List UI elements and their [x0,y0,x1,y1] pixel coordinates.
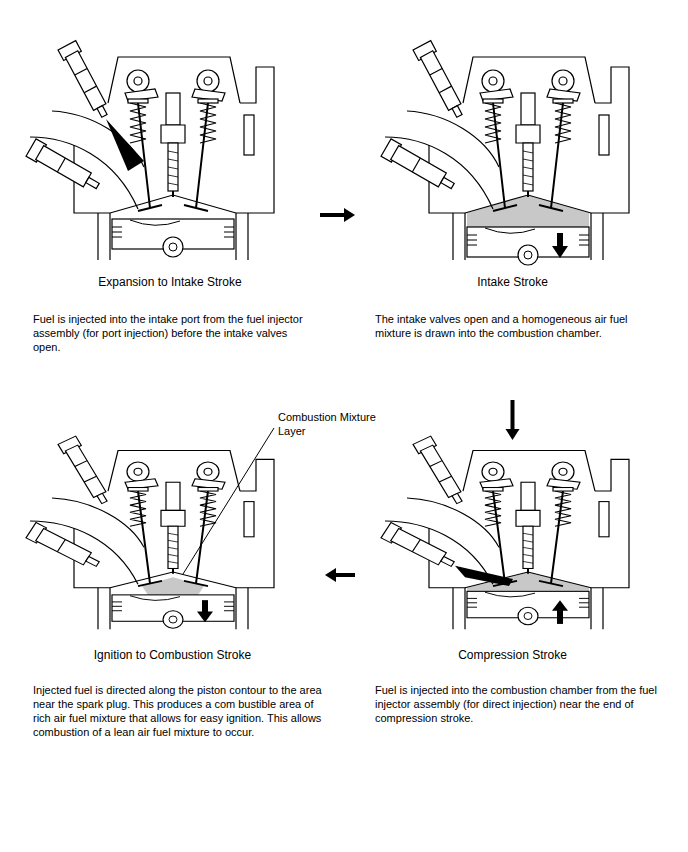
flow-arrow [506,400,520,440]
piston [112,595,234,628]
stroke-panel: Compression StrokeFuel is injected into … [355,440,670,740]
motion-arrow [552,600,568,611]
combustion-mixture-layer [142,577,204,595]
engine-panel [26,41,274,260]
engine-panel [381,436,629,629]
motion-arrow [552,246,568,258]
stroke-description: Fuel is injected into the combustion cha… [375,683,665,725]
stroke-description: Fuel is injected into the intake port fr… [33,312,315,354]
cylinder-head [381,436,629,629]
arrow-shaft [335,573,355,577]
piston [112,219,234,257]
engine-panel [381,41,629,265]
stroke-description: The intake valves open and a homogeneous… [375,312,665,340]
cylinder-head [26,436,274,629]
motion-arrow [197,600,213,622]
motion-arrow [557,233,563,247]
motion-arrow [552,600,568,624]
engine-panel [26,436,274,629]
arrow-head [325,568,336,582]
motion-arrow [552,233,568,258]
fuel-spray [106,119,144,171]
motion-arrow [202,600,208,612]
stroke-heading: Expansion to Intake Stroke [20,275,320,290]
motion-arrow [197,612,213,623]
stroke-heading: Ignition to Combustion Stroke [20,648,325,663]
arrow-head [506,429,520,440]
motion-arrow [557,610,563,624]
stroke-panel: Intake StrokeThe intake valves open and … [355,40,670,400]
arrow-shaft [320,213,345,217]
air-fuel-mixture [467,195,589,227]
stroke-panel: Ignition to Combustion StrokeInjected fu… [20,440,325,743]
callout-label: Combustion Mixture Layer [278,410,383,438]
piston [467,227,589,265]
leader-line [183,428,274,574]
flow-arrow [325,568,355,582]
stroke-panel: Expansion to Intake StrokeFuel is inject… [20,40,320,360]
stroke-heading: Compression Stroke [355,648,670,663]
arrow-shaft [511,400,515,430]
piston [467,591,589,624]
stroke-heading: Intake Stroke [355,275,670,290]
flow-arrow [320,208,355,222]
cylinder-head [26,41,274,260]
arrow-head [344,208,355,222]
stroke-description: Injected fuel is directed along the pist… [33,683,323,739]
fuel-spray [455,566,513,586]
